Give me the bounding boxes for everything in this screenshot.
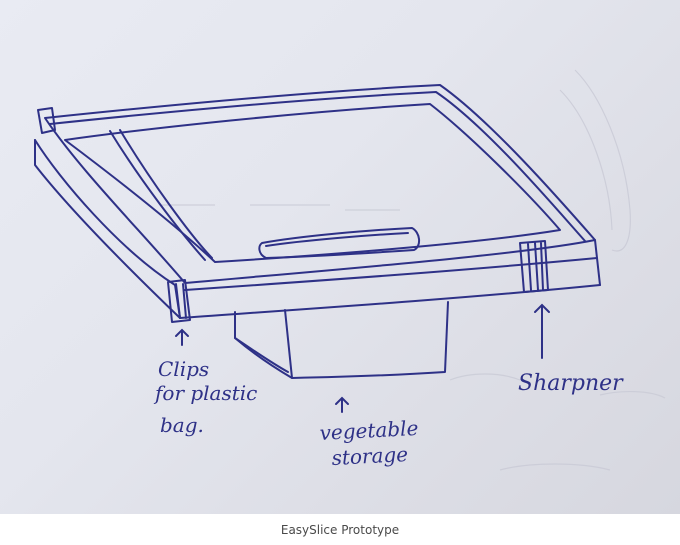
- label-clips-line3: bag.: [160, 413, 204, 437]
- label-storage-line1: vegetable: [319, 416, 419, 445]
- sketch-photo: Clips for plastic bag. vegetable storage…: [0, 0, 680, 514]
- sketch-drawing: Clips for plastic bag. vegetable storage…: [0, 0, 680, 514]
- label-clips-line2: for plastic: [153, 381, 257, 405]
- image-caption: EasySlice Prototype: [0, 514, 680, 545]
- clips-arrow: [176, 330, 188, 345]
- label-sharpener: Sharpner: [518, 371, 624, 396]
- label-storage-line2: storage: [331, 442, 409, 470]
- bleed-through-marks: [160, 70, 665, 470]
- board-outline: [35, 85, 600, 378]
- sharpener-arrow: [535, 305, 549, 358]
- storage-arrow: [336, 398, 348, 412]
- label-clips-line1: Clips: [158, 357, 209, 381]
